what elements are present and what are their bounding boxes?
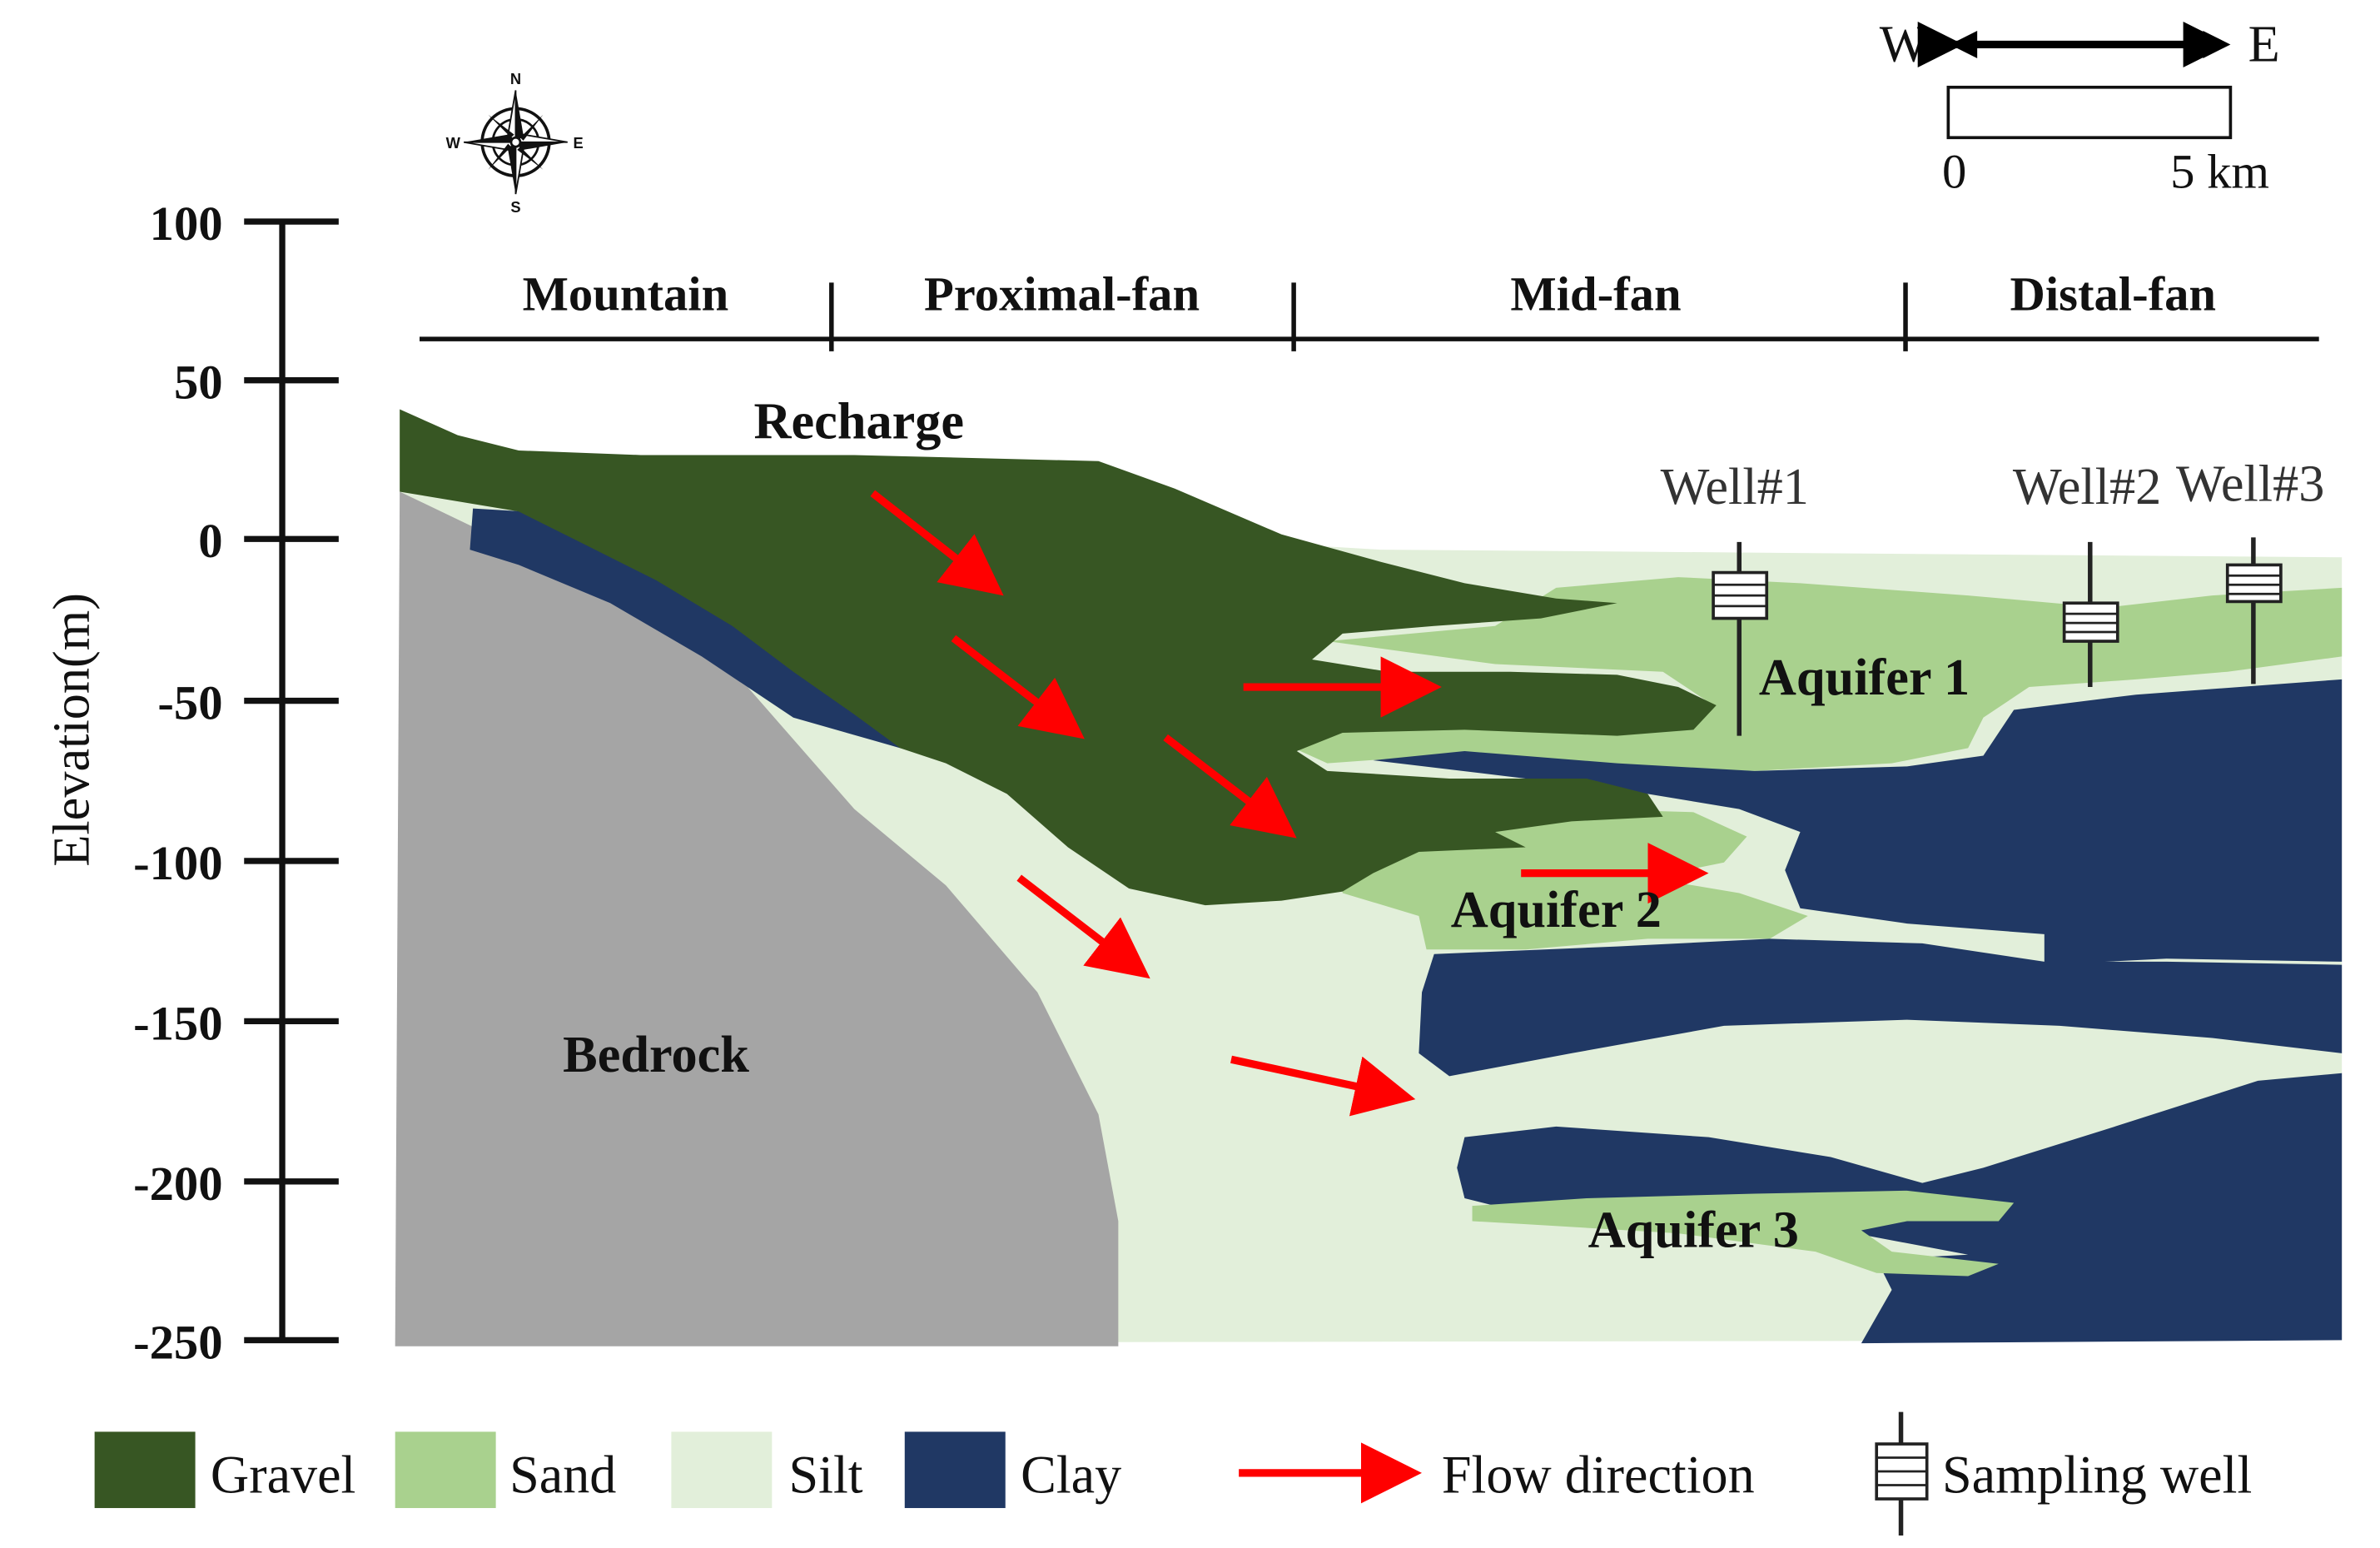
bedrock-label: Bedrock — [563, 1026, 749, 1083]
scale-end: 5 km — [2170, 145, 2269, 199]
flow-arrow — [1016, 874, 1150, 979]
tick-label: -100 — [133, 836, 222, 890]
flow-arrow — [870, 490, 1004, 596]
zone-label-mountain: Mountain — [523, 266, 729, 321]
legend-label-silt: Silt — [789, 1446, 863, 1505]
legend-swatch-silt — [671, 1431, 773, 1509]
aquifer-3-label: Aquifer 3 — [1588, 1202, 1799, 1259]
scale-west: W — [1880, 16, 1929, 73]
flow-arrow — [1163, 734, 1297, 839]
geology-section — [395, 409, 2343, 1346]
tick-label: -150 — [133, 996, 222, 1050]
well-2: Well#2 — [2013, 458, 2161, 688]
compass-icon: N S E W — [446, 70, 584, 216]
axis-title: Elevation(m) — [42, 593, 100, 867]
legend-label-clay: Clay — [1021, 1446, 1121, 1505]
svg-text:S: S — [510, 198, 520, 216]
well-label-1: Well#1 — [1661, 458, 1809, 515]
recharge-label: Recharge — [754, 392, 965, 450]
legend-label-well: Sampling well — [1942, 1446, 2252, 1505]
legend-swatch-sand — [395, 1431, 496, 1509]
well-1: Well#1 — [1661, 458, 1809, 736]
scale-start: 0 — [1942, 145, 1966, 199]
elevation-axis: 100 50 0 -50 -100 -150 -200 -250 Elevati… — [42, 197, 339, 1369]
aquifer-2-label: Aquifer 2 — [1451, 881, 1662, 938]
flow-arrow — [1230, 1055, 1416, 1117]
svg-text:W: W — [446, 134, 461, 152]
zone-label-proximal: Proximal-fan — [924, 266, 1200, 321]
svg-text:N: N — [510, 70, 521, 87]
gravel-layer — [400, 409, 1717, 906]
tick-label: -200 — [133, 1157, 222, 1211]
legend-label-sand: Sand — [509, 1446, 616, 1505]
legend-swatch-gravel — [94, 1431, 196, 1509]
legend: Gravel Sand Silt Clay Flow direction Sam… — [94, 1411, 2252, 1536]
svg-text:E: E — [573, 134, 583, 152]
aquifer-1-label: Aquifer 1 — [1759, 649, 1970, 706]
scale-bar: W E 0 5 km — [1880, 16, 2280, 199]
legend-label-flow: Flow direction — [1442, 1446, 1755, 1505]
well-label-3: Well#3 — [2176, 455, 2324, 512]
well-label-2: Well#2 — [2013, 458, 2161, 515]
flow-arrow — [951, 635, 1085, 739]
zone-label-mid: Mid-fan — [1510, 266, 1681, 321]
scale-east: E — [2248, 16, 2280, 73]
well-3: Well#3 — [2176, 455, 2324, 684]
zone-label-distal: Distal-fan — [2010, 266, 2217, 321]
tick-label: 0 — [198, 514, 222, 568]
tick-label: 100 — [150, 197, 223, 251]
tick-label: 50 — [174, 356, 223, 410]
zone-header: Mountain Proximal-fan Mid-fan Distal-fan — [419, 266, 2319, 351]
wells: Well#1 Well#2 Well#3 — [1661, 455, 2324, 736]
bedrock — [395, 491, 1119, 1346]
clay-middle — [1419, 938, 2343, 1077]
tick-label: -250 — [133, 1315, 222, 1369]
tick-label: -50 — [157, 676, 222, 730]
flow-arrows — [870, 490, 1709, 1117]
clay-distal-upper — [1373, 679, 2343, 965]
legend-swatch-clay — [904, 1431, 1006, 1509]
sand-aquifer-3 — [1472, 1190, 2015, 1277]
legend-well-icon — [1875, 1411, 1929, 1536]
legend-label-gravel: Gravel — [211, 1446, 355, 1505]
